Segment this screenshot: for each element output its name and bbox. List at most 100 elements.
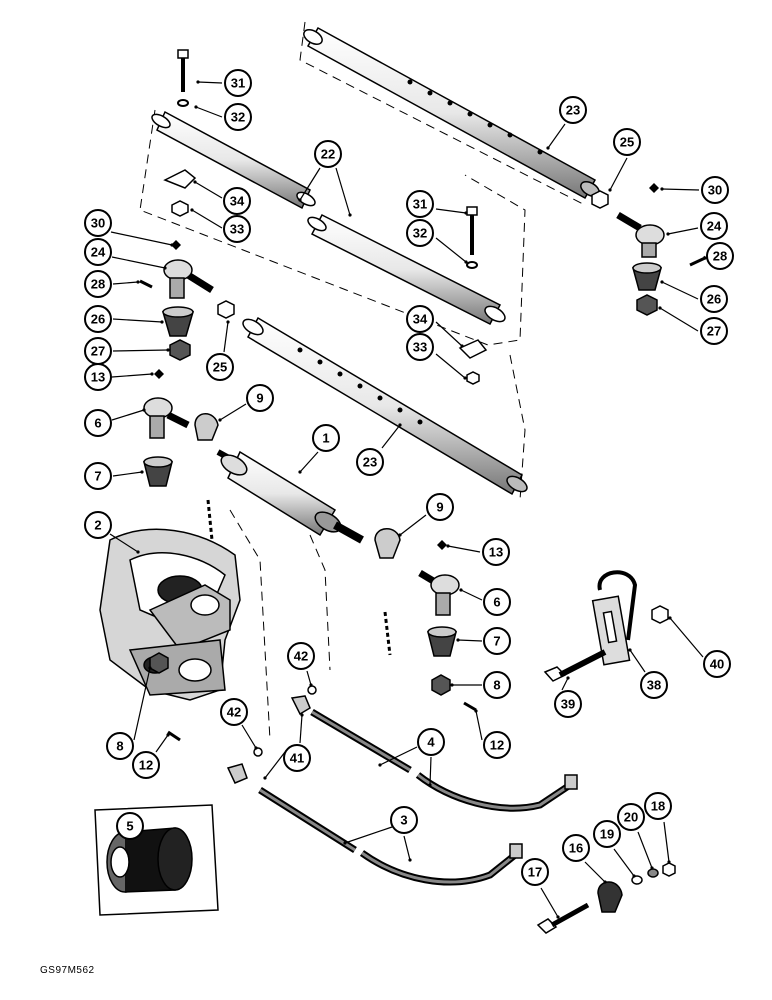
bolt-39 bbox=[543, 649, 607, 682]
tie-rod-end-6-left bbox=[143, 397, 190, 439]
callout-label: 32 bbox=[231, 110, 245, 125]
cotter-pin-12-left bbox=[167, 730, 181, 742]
callout-leader-tip-12 bbox=[166, 733, 170, 737]
callout-33: 33 bbox=[406, 333, 434, 361]
callout-circle bbox=[106, 732, 134, 760]
callout-circle bbox=[644, 792, 672, 820]
callout-leader-16 bbox=[584, 861, 606, 883]
callout-circle bbox=[206, 353, 234, 381]
callout-label: 6 bbox=[94, 416, 101, 431]
callout-circle bbox=[84, 270, 112, 298]
callout-leader-4 bbox=[379, 746, 418, 766]
callout-leader-tip-9 bbox=[398, 533, 402, 537]
callout-3: 3 bbox=[390, 806, 418, 834]
screw-left bbox=[206, 499, 214, 541]
callout-circle bbox=[287, 642, 315, 670]
callout-leader-28 bbox=[112, 281, 139, 285]
clip-34-top bbox=[163, 169, 197, 189]
callout-circle bbox=[482, 538, 510, 566]
callout-leader-tip-32 bbox=[464, 260, 468, 264]
callout-leader-tip-30 bbox=[170, 243, 174, 247]
bolt-31-mid bbox=[466, 206, 478, 255]
callout-26: 26 bbox=[84, 305, 112, 333]
callout-label: 23 bbox=[363, 455, 377, 470]
callout-label: 25 bbox=[213, 360, 227, 375]
callout-circle bbox=[554, 690, 582, 718]
grease-fitting-30-right bbox=[649, 183, 659, 193]
callout-circle bbox=[559, 96, 587, 124]
callout-13: 13 bbox=[84, 363, 112, 391]
callout-leader-8 bbox=[133, 667, 151, 741]
tie-rod-end-24-left bbox=[163, 259, 214, 299]
bushing-5-inset bbox=[94, 804, 219, 916]
callout-leader-tip-1 bbox=[298, 470, 302, 474]
callout-label: 17 bbox=[528, 865, 542, 880]
callout-circle bbox=[521, 858, 549, 886]
callout-leader-tip-41 bbox=[300, 713, 304, 717]
callout-label: 30 bbox=[708, 183, 722, 198]
callout-25: 25 bbox=[613, 128, 641, 156]
callout-leader-tip-39 bbox=[566, 676, 570, 680]
o-ring-42-right bbox=[307, 685, 317, 695]
nut-25-mid bbox=[217, 300, 235, 319]
callout-leader-tip-16 bbox=[603, 880, 607, 884]
callout-9: 9 bbox=[426, 493, 454, 521]
callout-leader-tip-3 bbox=[408, 858, 412, 862]
callout-circle bbox=[283, 744, 311, 772]
callout-leader-tip-6 bbox=[142, 408, 146, 412]
callout-23: 23 bbox=[356, 448, 384, 476]
clip-34-mid bbox=[458, 339, 488, 359]
callout-leader-41 bbox=[299, 714, 303, 744]
callout-leader-19 bbox=[613, 848, 635, 877]
hose-3 bbox=[258, 787, 523, 886]
callout-circle bbox=[406, 219, 434, 247]
callout-leader-9 bbox=[399, 514, 427, 536]
clamp-9-right bbox=[374, 528, 401, 559]
callout-circle bbox=[406, 333, 434, 361]
callout-circle bbox=[700, 317, 728, 345]
callout-leader-tip-25 bbox=[608, 188, 612, 192]
callout-leader-tip-4 bbox=[428, 783, 432, 787]
castle-nut-8-left bbox=[149, 652, 169, 674]
callout-26: 26 bbox=[700, 285, 728, 313]
callout-leader-tip-4 bbox=[378, 763, 382, 767]
callout-5: 5 bbox=[116, 812, 144, 840]
callout-circle bbox=[356, 448, 384, 476]
elbow-41-lower bbox=[226, 763, 248, 784]
callout-circle bbox=[703, 650, 731, 678]
callout-22: 22 bbox=[314, 140, 342, 168]
callout-leader-33 bbox=[435, 353, 466, 379]
callout-circle bbox=[246, 384, 274, 412]
callout-circle bbox=[617, 803, 645, 831]
callout-label: 12 bbox=[490, 738, 504, 753]
bracket-38 bbox=[591, 570, 638, 666]
callout-34: 34 bbox=[406, 305, 434, 333]
grease-fitting-30-left bbox=[171, 240, 181, 250]
o-ring-42-left bbox=[253, 747, 263, 757]
grease-fitting-13-left bbox=[154, 369, 164, 379]
callout-leader-tip-27 bbox=[658, 306, 662, 310]
callout-leader-tip-17 bbox=[556, 915, 560, 919]
clamp-16 bbox=[597, 881, 623, 913]
castle-nut-27-right bbox=[636, 294, 658, 316]
callout-label: 6 bbox=[493, 595, 500, 610]
callout-label: 4 bbox=[427, 735, 435, 750]
callout-leader-tip-32 bbox=[194, 105, 198, 109]
cone-26-left bbox=[162, 306, 194, 337]
callout-leader-tip-24 bbox=[163, 266, 167, 270]
callout-leader-41 bbox=[264, 751, 286, 779]
callout-leader-tip-33 bbox=[190, 208, 194, 212]
hose-4 bbox=[310, 708, 578, 812]
callout-leader-22 bbox=[299, 167, 321, 201]
cone-7-right bbox=[427, 626, 457, 657]
callout-leader-26 bbox=[661, 281, 699, 300]
callout-leader-26 bbox=[112, 318, 163, 323]
callout-circle bbox=[84, 511, 112, 539]
callout-7: 7 bbox=[84, 462, 112, 490]
callout-leader-tip-19 bbox=[632, 874, 636, 878]
callout-leader-tip-28 bbox=[136, 280, 140, 284]
callout-leader-25 bbox=[609, 157, 628, 191]
callout-label: 33 bbox=[413, 340, 427, 355]
callout-leader-6 bbox=[111, 409, 145, 421]
